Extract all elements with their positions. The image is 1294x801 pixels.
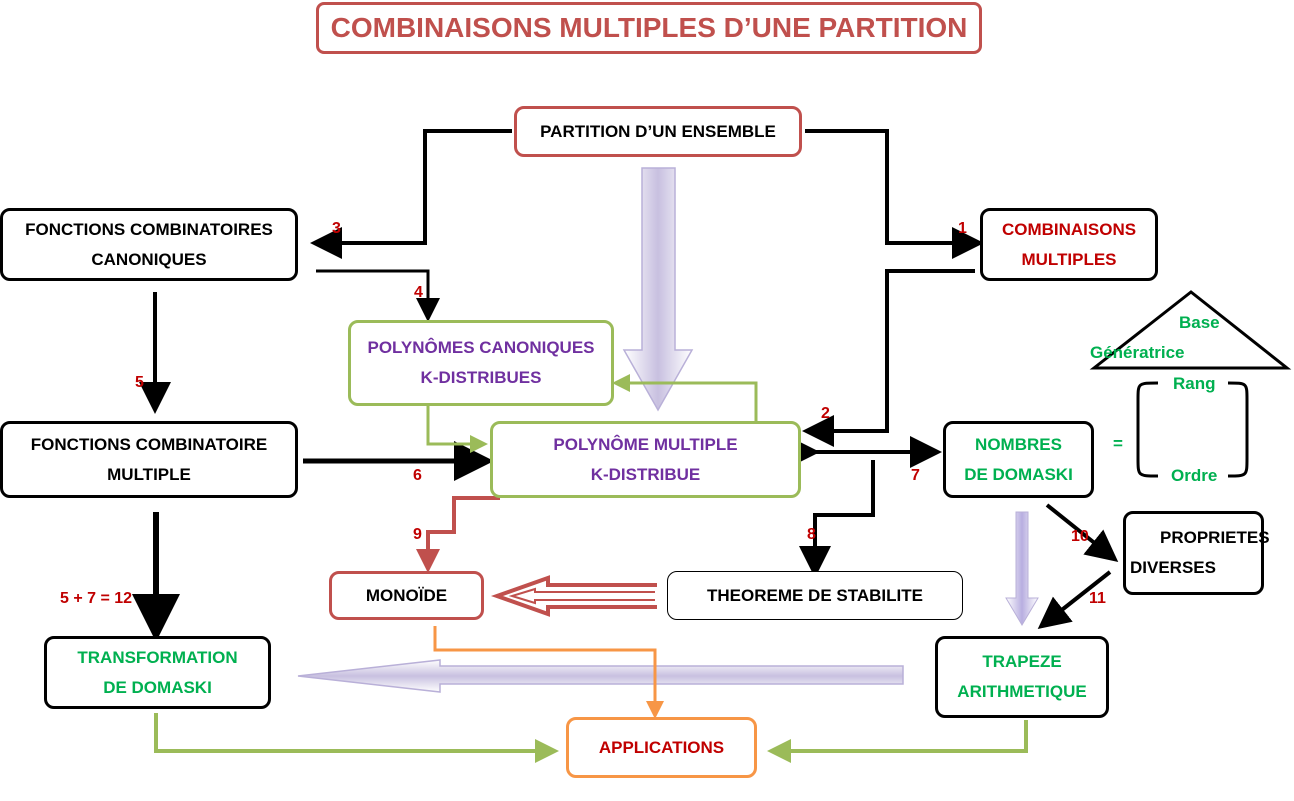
node-proprietes: PROPRIETES DIVERSES	[1123, 511, 1270, 595]
node-label-line1: TRANSFORMATION	[77, 647, 238, 667]
edge-label-9: 9	[413, 526, 422, 543]
edge-4	[316, 269, 440, 322]
node-label-line2: ARITHMETIQUE	[957, 682, 1087, 701]
edge-label-8: 8	[807, 526, 816, 543]
edge-label-1: 1	[958, 220, 967, 237]
edge-3	[310, 129, 512, 259]
node-label-line2: DE DOMASKI	[103, 677, 212, 697]
edge-10	[1045, 503, 1119, 562]
edge-label-11: 11	[1089, 590, 1106, 607]
node-fonctions-multiple: FONCTIONS COMBINATOIRE MULTIPLE	[0, 421, 298, 498]
bracket-left	[1136, 381, 1159, 478]
node-label: APPLICATIONS	[598, 737, 725, 757]
edge-2	[802, 269, 975, 447]
nombres-trapeze-arrow	[1005, 511, 1039, 626]
green-edge-multiple-canon	[612, 374, 758, 421]
edge-label-4: 4	[414, 284, 423, 301]
triangle-generatrice-label: Génératrice	[1090, 343, 1185, 362]
node-monoide: MONOÏDE	[329, 571, 484, 620]
node-label-line2: K-DISTRIBUES	[420, 368, 542, 387]
edge-label-10: 10	[1071, 528, 1089, 545]
edge-label-2: 2	[821, 405, 830, 422]
node-label: MONOÏDE	[365, 585, 448, 605]
bracket-rang-label: Rang	[1173, 374, 1216, 393]
node-label-line1: PROPRIETES	[1160, 528, 1270, 547]
edge-label-3: 3	[332, 220, 341, 237]
node-label-line2: K-DISTRIBUE	[590, 464, 701, 484]
node-label: THEOREME DE STABILITE	[707, 585, 923, 605]
node-label-line2: MULTIPLES	[1021, 249, 1117, 269]
node-label-line1: POLYNÔMES CANONIQUES	[367, 338, 595, 357]
node-transformation: TRANSFORMATION DE DOMASKI	[44, 636, 271, 709]
node-label-line1: COMBINAISONS	[1001, 219, 1137, 239]
node-label-line1: FONCTIONS COMBINATOIRE	[30, 434, 268, 454]
edge-label-5: 5	[135, 374, 144, 391]
node-polynomes-canoniques: POLYNÔMES CANONIQUES K-DISTRIBUES	[348, 320, 614, 406]
node-combinaisons-multiples: COMBINAISONS MULTIPLES	[980, 208, 1158, 281]
edge-8	[799, 460, 875, 578]
node-label-line1: TRAPEZE	[982, 652, 1062, 671]
green-edge-transformation-applications	[154, 713, 559, 763]
page-title: COMBINAISONS MULTIPLES D’UNE PARTITION	[316, 2, 982, 54]
node-trapeze: TRAPEZE ARITHMETIQUE	[935, 636, 1109, 718]
triangle-base-label: Base	[1179, 313, 1220, 332]
edge-label-12: 5 + 7 = 12	[60, 590, 133, 607]
node-label-line1: NOMBRES	[975, 434, 1062, 454]
node-fonctions-canoniques: FONCTIONS COMBINATOIRES CANONIQUES	[0, 208, 298, 281]
node-label: PARTITION D’UN ENSEMBLE	[540, 121, 776, 141]
node-nombres-domaski: NOMBRES DE DOMASKI	[943, 421, 1094, 498]
green-edge-trapeze-applications	[767, 720, 1028, 763]
node-label-line2: DIVERSES	[1130, 558, 1216, 577]
node-label-line1: POLYNÔME MULTIPLE	[553, 434, 738, 454]
triangle-shape	[1089, 290, 1292, 370]
node-polynome-multiple: POLYNÔME MULTIPLE K-DISTRIBUE	[490, 421, 801, 498]
node-label-line2: DE DOMASKI	[964, 464, 1073, 484]
equals-sign: =	[1113, 434, 1123, 453]
edge-label-6: 6	[413, 467, 422, 484]
node-label-line2: MULTIPLE	[107, 464, 191, 484]
edge-11	[1037, 570, 1112, 629]
green-edge-canon-multiple	[426, 405, 488, 453]
node-theoreme: THEOREME DE STABILITE	[667, 571, 963, 620]
node-applications: APPLICATIONS	[566, 717, 757, 778]
bracket-ordre-label: Ordre	[1171, 466, 1218, 485]
theoreme-monoide-arrow	[490, 575, 657, 617]
edge-label-7: 7	[911, 467, 920, 484]
node-label-line1: FONCTIONS COMBINATOIRES	[25, 219, 273, 239]
big-left-arrow	[297, 659, 904, 693]
orange-edge-monoide-applications	[433, 626, 664, 719]
big-down-arrow	[622, 167, 694, 412]
node-label-line2: CANONIQUES	[91, 249, 207, 269]
node-partition: PARTITION D’UN ENSEMBLE	[514, 106, 802, 157]
edge-1	[805, 129, 984, 259]
bracket-right	[1227, 381, 1249, 478]
edge-9	[416, 496, 500, 573]
